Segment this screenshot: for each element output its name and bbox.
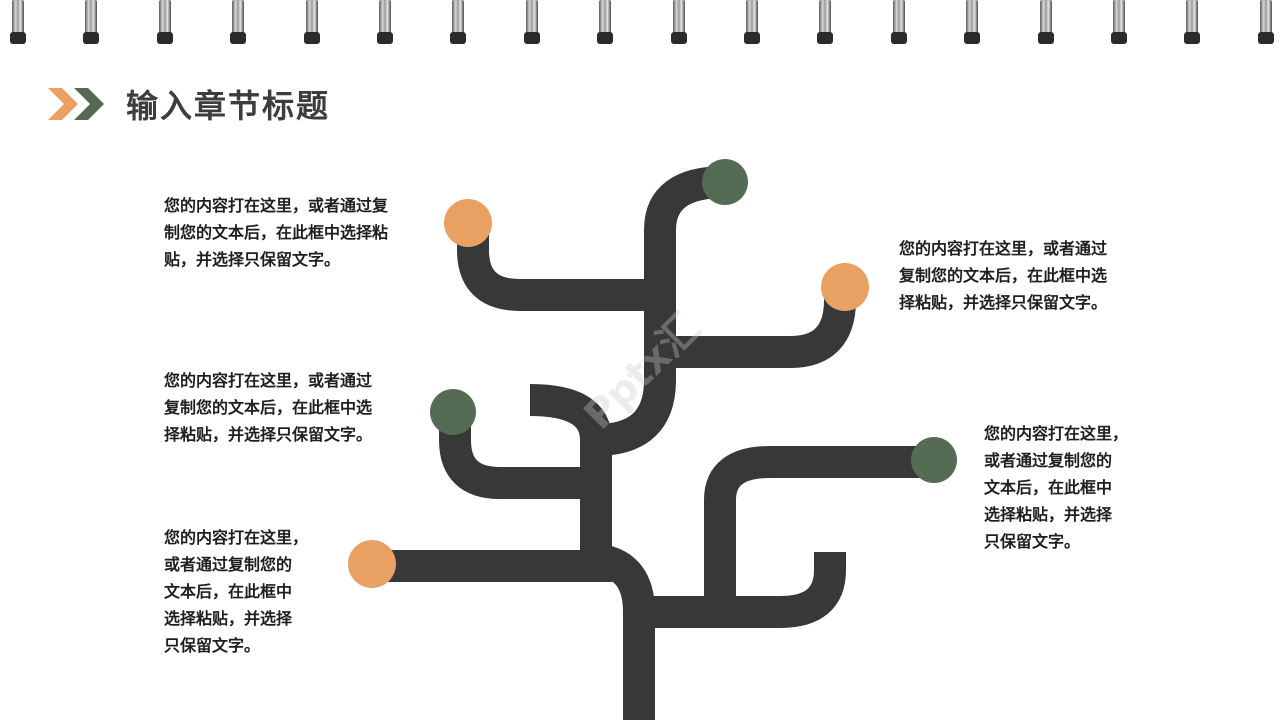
text-block-bottom-right: 您的内容打在这里， 或者通过复制您的 文本后，在此框中 选择粘贴，并选择 只保留… (984, 420, 1128, 555)
binder-ring (1257, 0, 1274, 44)
text-line: 或者通过复制您的 (164, 555, 293, 574)
text-line: 您的内容打在这里，或者通过 (164, 371, 373, 390)
text-line: 只保留文字。 (164, 636, 261, 655)
node-right-orange (821, 263, 869, 311)
tree-branch-lower-right (645, 552, 846, 628)
text-line: 您的内容打在这里， (164, 528, 309, 547)
text-line: 复制您的文本后，在此框中选 (899, 266, 1108, 285)
text-block-bottom-left: 您的内容打在这里， 或者通过复制您的 文本后，在此框中 选择粘贴，并选择 只保留… (164, 524, 308, 659)
binder-ring (156, 0, 173, 44)
tree-trunk-middle (529, 384, 612, 566)
page-title: 输入章节标题 (126, 87, 331, 125)
binder-ring (597, 0, 614, 44)
tree-trunk (596, 544, 655, 720)
binder-ring (303, 0, 320, 44)
text-line: 文本后，在此框中 (984, 478, 1113, 497)
text-block-top-left: 您的内容打在这里，或者通过复 制您的文本后，在此框中选择粘 贴，并选择只保留文字… (164, 192, 388, 273)
text-line: 只保留文字。 (984, 532, 1081, 551)
binder-ring (450, 0, 467, 44)
binder-ring (744, 0, 760, 44)
binder-ring (10, 0, 26, 44)
binder-ring (1037, 0, 1054, 44)
node-right-green (911, 437, 957, 483)
text-line: 文本后，在此框中 (164, 582, 293, 601)
text-line: 贴，并选择只保留文字。 (164, 250, 341, 269)
text-line: 择粘贴，并选择只保留文字。 (164, 425, 373, 444)
text-block-top-right: 您的内容打在这里，或者通过 复制您的文本后，在此框中选 择粘贴，并选择只保留文字… (899, 235, 1107, 316)
binder-ring (83, 0, 100, 44)
node-top-green (702, 159, 748, 205)
tree-branch-right (704, 446, 935, 612)
binder-ring (670, 0, 687, 44)
binder-ring (964, 0, 981, 44)
tree-branch-upper-left (457, 224, 660, 311)
spiral-binding (0, 0, 1280, 46)
node-lower-left-orange (348, 540, 396, 588)
binder-ring (230, 0, 247, 44)
binder-ring (523, 0, 540, 44)
text-line: 选择粘贴，并选择 (164, 609, 293, 628)
text-line: 您的内容打在这里，或者通过复 (164, 196, 389, 215)
binder-ring (817, 0, 834, 44)
binder-ring (1184, 0, 1201, 44)
text-line: 择粘贴，并选择只保留文字。 (899, 293, 1108, 312)
node-top-left-orange (444, 199, 492, 247)
text-line: 或者通过复制您的 (984, 451, 1113, 470)
text-block-mid-left: 您的内容打在这里，或者通过 复制您的文本后，在此框中选 择粘贴，并选择只保留文字… (164, 367, 372, 448)
text-line: 制您的文本后，在此框中选择粘 (164, 223, 389, 242)
section-header: 输入章节标题 (48, 82, 330, 126)
binder-ring (1111, 0, 1127, 44)
double-chevron-icon (48, 88, 104, 120)
node-mid-left-green (430, 389, 476, 435)
tree-branch-mid-left (439, 412, 596, 499)
text-line: 您的内容打在这里， (984, 424, 1129, 443)
binder-ring (890, 0, 907, 44)
text-line: 您的内容打在这里，或者通过 (899, 239, 1108, 258)
text-line: 复制您的文本后，在此框中选 (164, 398, 373, 417)
binder-ring (377, 0, 393, 44)
text-line: 选择粘贴，并选择 (984, 505, 1113, 524)
